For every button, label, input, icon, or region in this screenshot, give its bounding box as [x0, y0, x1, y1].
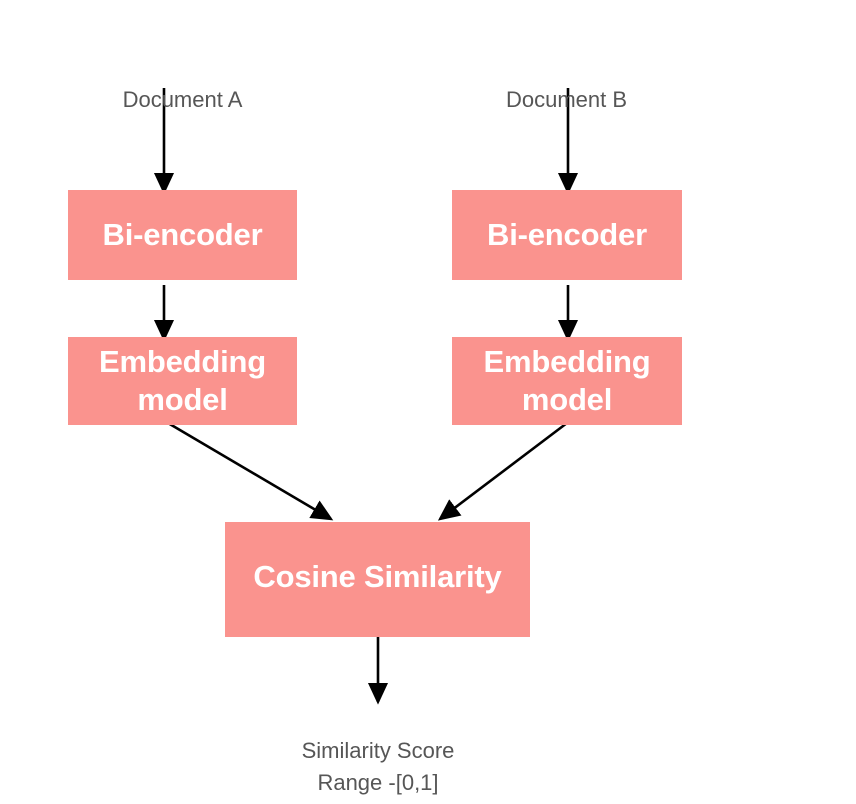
node-bi-encoder-a[interactable]: Bi-encoder [68, 190, 297, 280]
node-label: Bi-encoder [487, 217, 647, 252]
arrow-embedder-a-to-cosine [167, 421, 334, 521]
node-label: Bi-encoder [102, 217, 263, 252]
arrow-embedder-b-to-cosine [437, 421, 568, 521]
node-label: Embedding model [99, 344, 266, 417]
node-label: Cosine Similarity [253, 559, 502, 594]
node-cosine-similarity[interactable]: Cosine Similarity [225, 522, 530, 637]
node-label: Embedding model [483, 344, 651, 417]
node-bi-encoder-b[interactable]: Bi-encoder [452, 190, 682, 280]
node-embedding-model-b[interactable]: Embedding model [452, 337, 682, 425]
input-label-text: Document A [122, 87, 243, 112]
output-label-similarity-score: Similarity Score Range -[0,1] [228, 703, 528, 799]
output-label-text: Similarity Score Range -[0,1] [301, 738, 455, 795]
input-label-document-a: Document A [68, 52, 297, 116]
node-embedding-model-a[interactable]: Embedding model [68, 337, 297, 425]
input-label-document-b: Document B [452, 52, 681, 116]
input-label-text: Document B [505, 87, 628, 112]
